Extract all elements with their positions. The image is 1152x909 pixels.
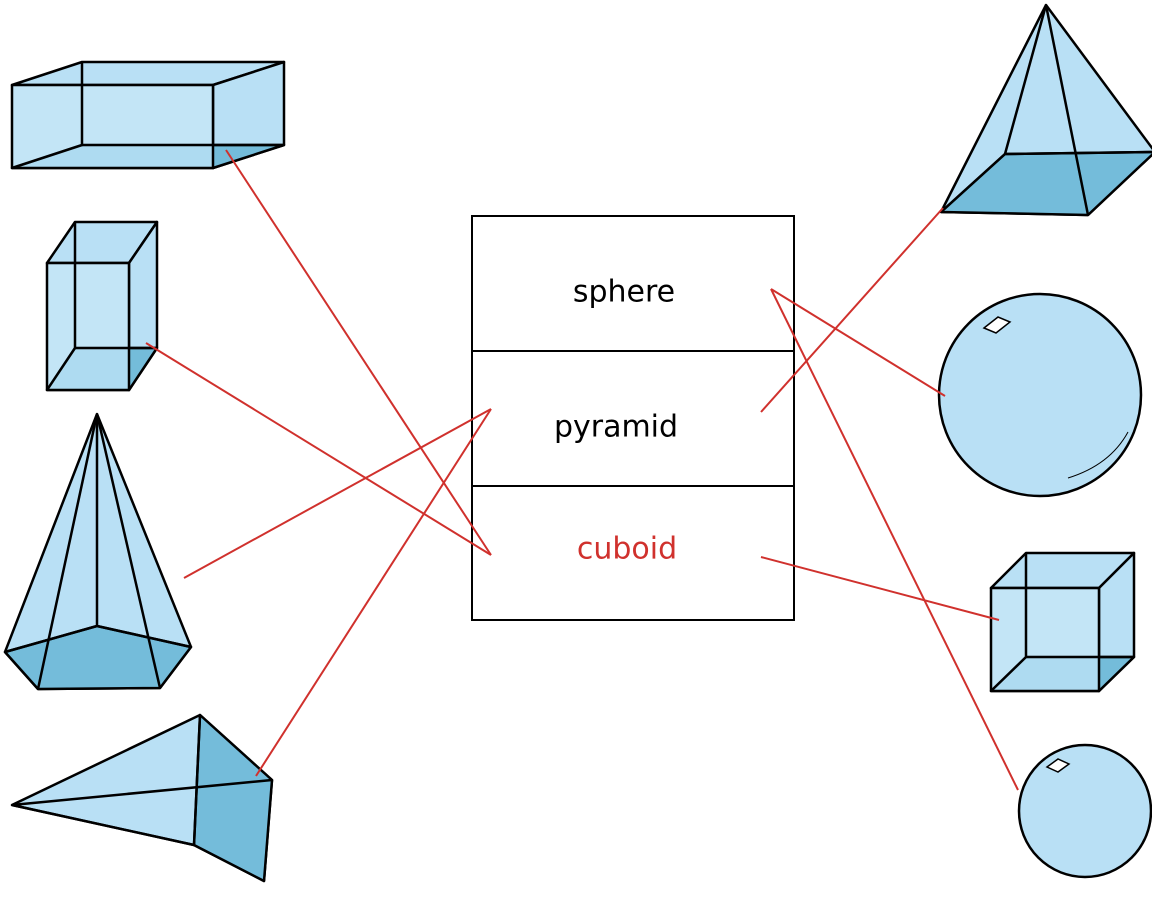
left-cuboid-tall	[45, 220, 159, 392]
link-pyramid-right-square	[760, 207, 944, 413]
left-pyramid-sideways	[10, 713, 274, 883]
right-sphere-large	[937, 292, 1143, 498]
word-table: sphere pyramid cuboid	[471, 215, 795, 621]
right-sphere-small	[1017, 743, 1152, 879]
link-cuboid-left-wide	[225, 149, 492, 556]
right-cube	[989, 551, 1136, 693]
word-cuboid: cuboid	[577, 532, 677, 567]
right-pyramid-square	[939, 3, 1152, 217]
word-sphere: sphere	[573, 275, 675, 310]
link-pyramid-left-sideways	[255, 408, 492, 777]
link-cuboid-right-cube	[760, 556, 1000, 621]
left-cuboid-wide	[10, 60, 286, 170]
word-pyramid: pyramid	[554, 410, 678, 445]
link-cuboid-left-tall	[145, 342, 492, 556]
link-sphere-right-small	[770, 288, 1019, 791]
link-pyramid-left-pentagonal	[183, 408, 492, 579]
connection-lines	[145, 149, 1019, 791]
link-sphere-right-large	[770, 288, 946, 397]
left-pyramid-pentagonal	[3, 412, 193, 691]
